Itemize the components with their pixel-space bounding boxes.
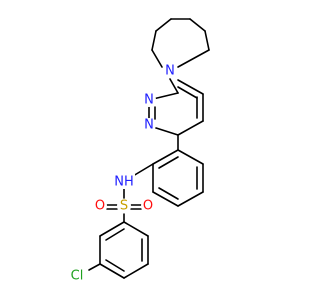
bond-ph-4 xyxy=(152,191,179,207)
bond-ph-6 xyxy=(152,149,179,165)
bond-clph-6-double xyxy=(105,228,125,241)
atom-pyridazine-n1: N xyxy=(142,93,156,108)
bond-azepane-6 xyxy=(204,30,210,51)
atom-label-pyridazine-n2: N xyxy=(144,118,154,133)
bond-pyr-c5-c6 xyxy=(177,79,204,95)
bond-pyr-c5-c6-double xyxy=(177,86,198,99)
atom-label-pyridazine-n1: N xyxy=(144,93,154,108)
azepane-ring xyxy=(151,18,210,68)
bond-phenyl-nh xyxy=(132,163,154,177)
bond-ph-6-double xyxy=(158,156,179,169)
bond-pyr-n2-c3 xyxy=(152,126,179,136)
bond-clph-4-double xyxy=(105,259,125,272)
atom-chlorine: Cl xyxy=(66,269,88,284)
bond-azepane-7 xyxy=(177,49,210,68)
atom-label-chlorine: Cl xyxy=(71,269,84,284)
bond-azepane-5 xyxy=(189,18,206,32)
atom-amide-nh: NH xyxy=(113,174,135,190)
bond-azepane-2 xyxy=(151,30,157,51)
atom-label-sulfur: S xyxy=(120,199,128,214)
atom-oxygen-left: O xyxy=(93,199,107,214)
bond-azepane-n-pyridazine xyxy=(169,78,179,94)
atom-label-oxygen-left: O xyxy=(95,199,105,214)
phenyl-ring xyxy=(152,149,204,207)
molecule-structure: N N N NH S O O Cl xyxy=(66,18,210,284)
atom-label-oxygen-right: O xyxy=(143,199,153,214)
atom-label-azepane-n: N xyxy=(165,64,175,79)
atom-label-amide-nh: NH xyxy=(114,175,134,190)
atom-sulfur: S xyxy=(117,199,131,214)
bond-clph-1 xyxy=(123,221,149,237)
bond-ph-1 xyxy=(177,149,204,165)
pyridazine-ring xyxy=(148,79,204,136)
atom-azepane-n: N xyxy=(163,64,177,79)
bond-azepane-3 xyxy=(155,18,172,32)
chlorophenyl-ring xyxy=(99,221,149,279)
bond-pyr-c3-c4 xyxy=(177,120,204,136)
atom-oxygen-right: O xyxy=(141,199,155,214)
atom-pyridazine-n2: N xyxy=(142,118,156,133)
bond-clph-4 xyxy=(99,263,125,279)
bond-clph-3 xyxy=(123,263,149,279)
bond-pyr-c6-n1 xyxy=(152,92,179,100)
bond-ph-4-double xyxy=(158,187,179,200)
bond-azepane-1 xyxy=(151,49,163,68)
bond-clph-6 xyxy=(99,221,125,237)
bond-ph-3 xyxy=(177,191,204,207)
bond-ring-cl xyxy=(88,263,101,271)
